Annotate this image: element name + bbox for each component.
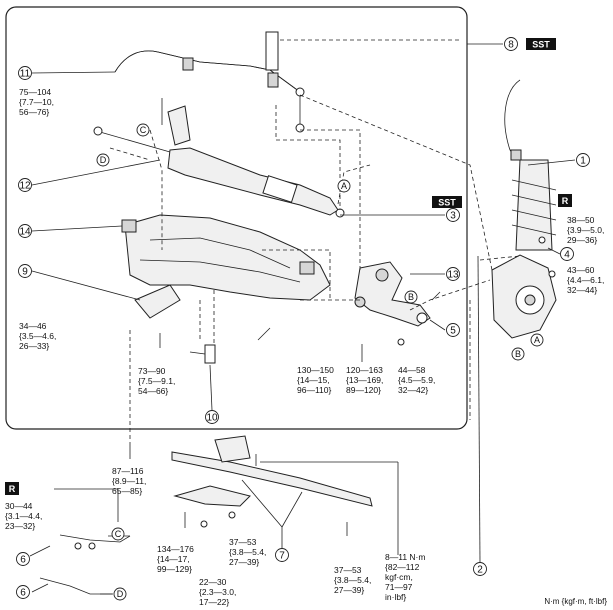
leader-lines [29,43,576,595]
tie-rod-end-left [93,126,103,136]
stabilizer-bracket [265,31,279,71]
ref-letter-c-upper: C [136,123,150,137]
svg-text:B: B [515,349,521,359]
torque-spec-30: 30—44 {3.1—4.4, 23—32} [5,501,45,531]
svg-text:9: 9 [22,267,28,278]
svg-text:11: 11 [20,69,31,80]
svg-text:C: C [140,125,147,135]
steering-pinion-housing [167,105,191,146]
stabilizer-bushing-upper [267,72,279,88]
lower-arm-bushing-front [375,268,389,282]
replace-badge-left: R [5,482,19,495]
svg-text:5: 5 [450,326,456,337]
callout-1: 1 [576,153,590,167]
callout-6-lower: 6 [16,585,30,599]
svg-text:14: 14 [19,227,31,238]
svg-text:8: 8 [508,40,514,51]
lower-brace-shape [173,485,251,507]
ref-letter-d-lower: D [113,587,127,601]
svg-text:A: A [534,335,540,345]
callout-13: 13 [446,267,460,281]
svg-text:SST: SST [532,40,550,50]
svg-text:4: 4 [564,250,570,261]
callout-11: 11 [18,66,32,80]
callout-2: 2 [473,562,487,576]
steering-gear-shape [167,147,339,216]
stabilizer-bushing [182,57,194,71]
ball-joint [416,312,428,324]
ref-letter-b-right: B [511,347,525,361]
torque-spec-120: 120—163 {13—169, 89—120} [346,365,386,395]
svg-text:13: 13 [447,270,459,281]
svg-text:6: 6 [20,588,26,599]
torque-spec-44: 44—58 {4.5—5.9, 32—42} [398,365,438,395]
lower-arm-bushing-rear [354,296,366,308]
callout-3: 3 [446,208,460,222]
torque-spec-37-bolt: 37—53 {3.8—5.4, 27—39} [334,565,374,595]
callout-6-upper: 6 [16,552,30,566]
torque-spec-75: 75—104 {7.7—10, 56—76} [19,87,56,117]
svg-text:R: R [562,196,569,206]
ref-letter-c-lower: C [111,527,125,541]
callout-5: 5 [446,323,460,337]
torque-spec-38: 38—50 {3.9—5.0, 29—36} [567,215,607,245]
svg-text:7: 7 [279,551,285,562]
ref-letter-b-upper: B [404,290,418,304]
svg-text:3: 3 [450,211,456,222]
torque-spec-8: 8—11 N·m {82—112 kgf·cm, 71—97 in·lbf} [385,552,428,602]
callout-12: 12 [18,178,32,192]
bolt-set [74,98,556,550]
sst-badge-side: SST [432,196,462,208]
callout-8: 8 [504,37,518,51]
svg-text:B: B [408,292,414,302]
svg-text:10: 10 [206,413,218,424]
svg-text:D: D [117,589,124,599]
svg-text:6: 6 [20,555,26,566]
replace-badge-right: R [558,194,572,207]
svg-text:C: C [115,529,122,539]
torque-spec-134: 134—176 {14—17, 99—129} [157,544,196,574]
crossmember-mount-right [299,261,315,275]
torque-spec-130: 130—150 {14—15, 96—110} [297,365,336,395]
subassembly-frame [5,6,468,430]
tie-rod-end-right [335,208,345,218]
callout-4: 4 [560,247,574,261]
callout-14: 14 [18,224,32,238]
callout-10: 10 [205,410,219,424]
svg-text:2: 2 [477,565,483,576]
torque-spec-73: 73—90 {7.5—9.1, 54—66} [138,366,178,396]
svg-text:1: 1 [580,156,586,167]
svg-text:D: D [100,155,107,165]
units-note: N·m {kgf·m, ft·lbf} [544,597,607,606]
torque-spec-34: 34—46 {3.5—4.6, 26—33} [19,321,59,351]
tension-rod-bracket-shape [134,284,181,319]
svg-text:SST: SST [438,198,456,208]
torque-spec-22: 22—30 {2.3—3.0, 17—22} [199,577,239,607]
ref-letter-a-upper: A [337,179,351,193]
ref-letter-a-right: A [530,333,544,347]
torque-spec-37-brace: 37—53 {3.8—5.4, 27—39} [229,537,269,567]
callout-9: 9 [18,264,32,278]
part-10-shape [204,344,216,364]
torque-spec-43: 43—60 {4.4—6.1, 32—44} [567,265,607,295]
dashed-reference-lines [109,39,521,444]
svg-text:A: A [341,181,347,191]
callout-7: 7 [275,548,289,562]
svg-text:12: 12 [19,181,31,192]
crossmember-mount-left [121,219,137,233]
svg-text:R: R [9,484,16,494]
crossmember-shape [124,214,331,301]
sst-badge-top: SST [526,38,556,50]
torque-spec-87: 87—116 {8.9—11, 65—85} [112,466,149,496]
brace-shape [171,451,373,507]
ref-letter-d-upper: D [96,153,110,167]
lower-arm-shape [354,261,431,327]
strut-assembly-shape [515,159,553,251]
